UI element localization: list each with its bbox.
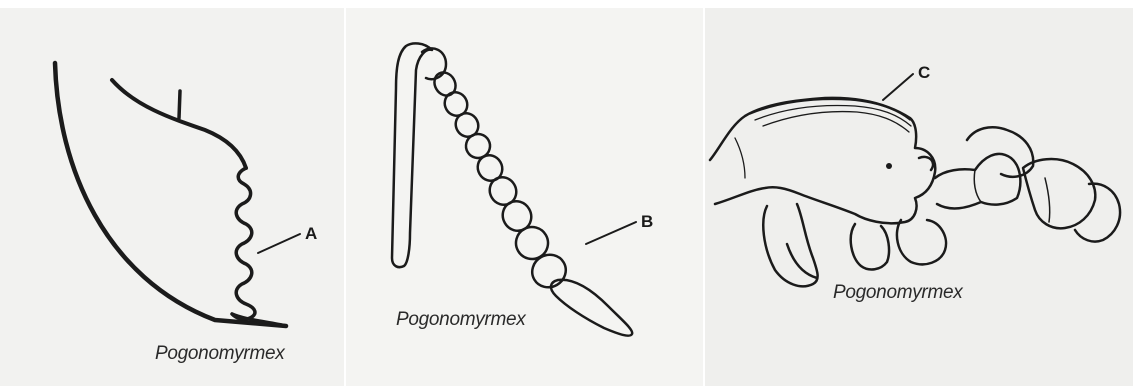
panel-alitrunk: C Pogonomyrmex — [705, 8, 1133, 386]
label-c: C — [918, 63, 930, 83]
caption-2: Pogonomyrmex — [396, 309, 525, 331]
label-b: B — [641, 212, 653, 232]
funiculus-segments — [430, 69, 632, 336]
label-a: A — [305, 224, 317, 244]
mandible-drawing — [0, 8, 344, 386]
panel-mandible: A Pogonomyrmex — [0, 8, 344, 386]
caption-3: Pogonomyrmex — [833, 282, 962, 304]
caption-1: Pogonomyrmex — [155, 343, 284, 365]
panel-antenna: B Pogonomyrmex — [346, 8, 703, 386]
